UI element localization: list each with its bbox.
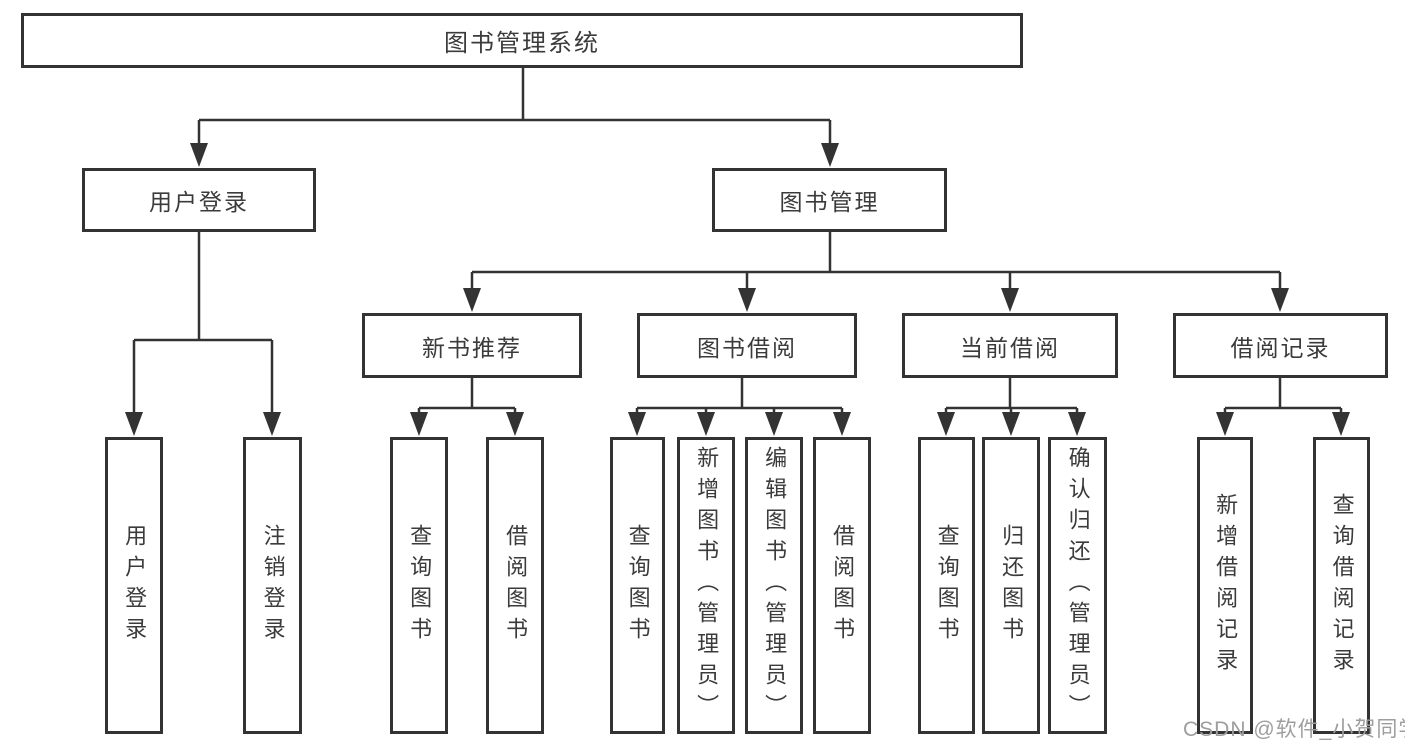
connector-borrow-records-children: [1223, 378, 1343, 428]
leaf-bb-add-books-admin-label: 新增图书（管理员）: [694, 446, 720, 725]
node-root-label: 图书管理系统: [444, 30, 600, 57]
arrowhead-icon: [125, 412, 143, 436]
leaf-br-query-record-label: 查询借阅记录: [1329, 492, 1355, 679]
leaf-cb-return-books-label: 归还图书: [999, 523, 1025, 648]
leaf-cb-return-books: 归还图书: [982, 437, 1040, 734]
leaf-nb-borrow-books-label: 借阅图书: [503, 523, 529, 648]
arrowhead-icon: [463, 288, 481, 312]
arrowhead-icon: [833, 412, 851, 436]
leaf-bb-edit-books-admin-label: 编辑图书（管理员）: [762, 446, 788, 725]
arrowhead-icon: [1001, 288, 1019, 312]
node-new-book-recommend: 新书推荐: [362, 313, 582, 378]
leaf-bb-borrow-books-label: 借阅图书: [830, 523, 856, 648]
leaf-cb-query-books: 查询图书: [918, 437, 975, 734]
arrowhead-icon: [410, 412, 428, 436]
arrowhead-icon: [263, 412, 281, 436]
node-book-management-label: 图书管理: [779, 189, 880, 215]
leaf-br-query-record: 查询借阅记录: [1313, 437, 1370, 734]
leaf-nb-borrow-books: 借阅图书: [486, 437, 544, 734]
connector-root-to-level2: [197, 68, 832, 160]
arrowhead-icon: [1068, 412, 1086, 436]
connector-user-login-children: [132, 232, 274, 428]
leaf-cb-confirm-return-admin-label: 确认归还（管理员）: [1065, 446, 1091, 725]
leaf-nb-query-books-label: 查询图书: [407, 523, 433, 648]
node-root: 图书管理系统: [21, 13, 1023, 68]
leaf-logout: 注销登录: [243, 437, 302, 734]
arrowhead-icon: [1002, 412, 1020, 436]
leaf-user-login-label: 用户登录: [122, 523, 148, 648]
leaf-bb-edit-books-admin: 编辑图书（管理员）: [745, 437, 803, 734]
connector-book-mgmt-to-level3: [470, 232, 1282, 305]
leaf-user-login: 用户登录: [105, 437, 163, 734]
arrowhead-icon: [1216, 412, 1234, 436]
arrowhead-icon: [1271, 288, 1289, 312]
node-book-borrowing-label: 图书借阅: [697, 334, 797, 361]
watermark: CSDN @软件_小贺同学: [1183, 718, 1405, 741]
arrowhead-icon: [190, 143, 208, 167]
node-book-borrowing: 图书借阅: [637, 313, 857, 378]
arrowhead-icon: [506, 412, 524, 436]
leaf-nb-query-books: 查询图书: [390, 437, 448, 734]
node-borrow-records-label: 借阅记录: [1230, 334, 1331, 361]
leaf-cb-confirm-return-admin: 确认归还（管理员）: [1048, 437, 1107, 734]
arrowhead-icon: [738, 288, 756, 312]
connector-new-book-children: [417, 378, 517, 428]
arrowhead-icon: [697, 412, 715, 436]
node-borrow-records: 借阅记录: [1173, 313, 1388, 378]
node-new-book-recommend-label: 新书推荐: [422, 334, 522, 361]
node-current-borrowing: 当前借阅: [902, 313, 1118, 378]
arrowhead-icon: [628, 412, 646, 436]
node-book-management: 图书管理: [712, 168, 947, 232]
connector-book-borrow-children: [635, 378, 844, 428]
leaf-bb-query-books-label: 查询图书: [625, 523, 651, 648]
leaf-br-add-record-label: 新增借阅记录: [1213, 492, 1239, 679]
leaf-bb-borrow-books: 借阅图书: [813, 437, 871, 734]
node-current-borrowing-label: 当前借阅: [960, 334, 1060, 361]
arrowhead-icon: [937, 412, 955, 436]
node-user-login: 用户登录: [82, 168, 316, 232]
arrowhead-icon: [765, 412, 783, 436]
leaf-bb-query-books: 查询图书: [610, 437, 665, 734]
leaf-logout-label: 注销登录: [260, 523, 286, 648]
leaf-bb-add-books-admin: 新增图书（管理员）: [677, 437, 735, 734]
arrowhead-icon: [821, 143, 839, 167]
arrowhead-icon: [1332, 412, 1350, 436]
node-user-login-label: 用户登录: [149, 189, 249, 215]
leaf-br-add-record: 新增借阅记录: [1197, 437, 1253, 734]
leaf-cb-query-books-label: 查询图书: [934, 523, 960, 648]
